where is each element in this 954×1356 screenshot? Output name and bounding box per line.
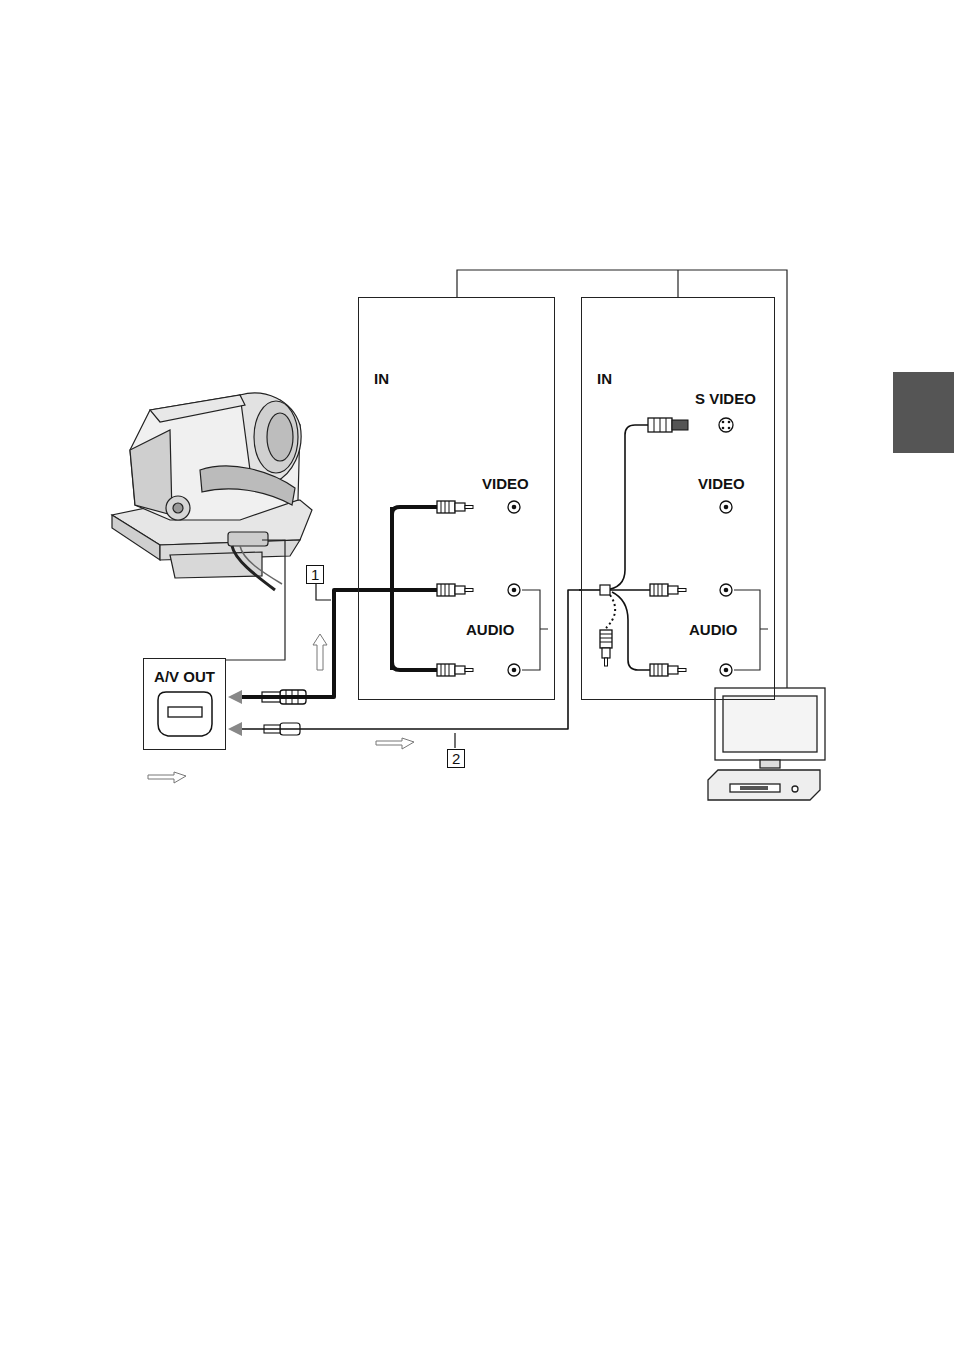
jack-label: VIDEO — [482, 476, 529, 493]
jack-label: A/V OUT — [154, 669, 215, 686]
input-panel: IN S VIDEO VIDEO AUDIO — [581, 297, 775, 700]
av-out-port — [158, 692, 212, 736]
bracket — [457, 270, 787, 690]
cable-1 — [356, 507, 437, 670]
av-cable — [228, 590, 358, 704]
jack-label: IN — [374, 371, 389, 388]
jack-label: AUDIO — [466, 622, 514, 639]
callout-number: 1 — [306, 565, 324, 584]
cable-2 — [579, 425, 650, 670]
jack-label: VIDEO — [698, 476, 745, 493]
jack-label: AUDIO — [689, 622, 737, 639]
s-video-jack — [719, 418, 733, 432]
jack-label: S VIDEO — [695, 391, 756, 408]
alt-video-plug — [600, 630, 612, 666]
jack-label: IN — [597, 371, 612, 388]
section-tab — [893, 372, 954, 453]
s-video-plug — [648, 418, 688, 432]
callout-number: 2 — [447, 749, 465, 768]
input-panel: IN VIDEO AUDIO — [358, 297, 555, 700]
tv-and-vcr — [708, 688, 825, 800]
camcorder — [112, 393, 312, 590]
output-jack-box: A/V OUT — [143, 658, 226, 750]
av-cable — [228, 590, 581, 736]
